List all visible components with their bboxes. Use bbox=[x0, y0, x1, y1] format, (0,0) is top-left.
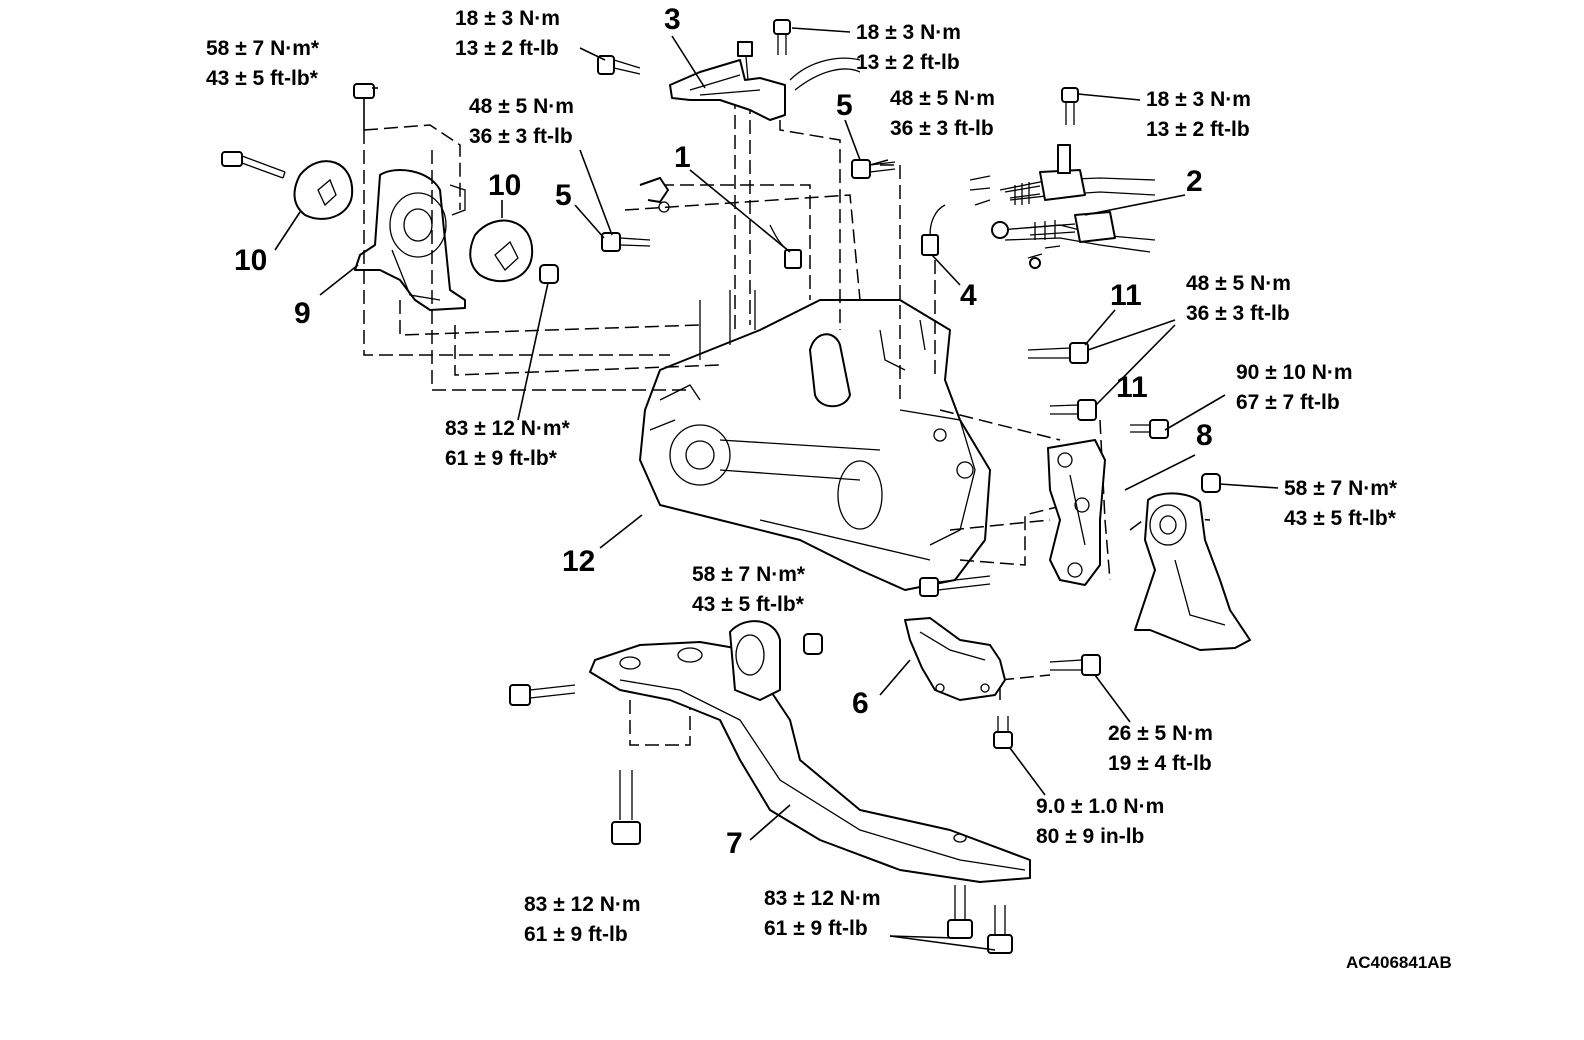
torque-value-imperial: 43 ± 5 ft-lb* bbox=[1284, 507, 1396, 530]
harness-clamp bbox=[669, 41, 861, 121]
torque-value-metric: 83 ± 12 N·m bbox=[524, 893, 641, 916]
callout-3: 3 bbox=[664, 3, 681, 36]
right-engine-mount bbox=[1134, 492, 1251, 651]
clip-part-1 bbox=[639, 177, 670, 213]
bolt-part-11-upper bbox=[1027, 342, 1089, 364]
bolt-harness-left bbox=[597, 55, 641, 75]
callout-9: 9 bbox=[294, 297, 311, 330]
bolt-crossmember-vertical-left bbox=[611, 770, 641, 845]
callout-5-left: 5 bbox=[555, 179, 572, 212]
torque-value-imperial: 61 ± 9 ft-lb* bbox=[445, 447, 557, 470]
callout-11-lower: 11 bbox=[1116, 371, 1148, 404]
left-mount-bracket bbox=[354, 169, 466, 311]
torque-value-imperial: 36 ± 3 ft-lb bbox=[890, 117, 994, 140]
bolt-part-11-lower bbox=[1049, 399, 1097, 421]
torque-label-bolt-5-right: 48 ± 5 N·m 36 ± 3 ft-lb bbox=[890, 84, 995, 144]
torque-label-bolt-11: 48 ± 5 N·m 36 ± 3 ft-lb bbox=[1186, 269, 1291, 329]
bolt-crossmember-vertical-right-a bbox=[947, 885, 973, 939]
torque-label-right-mount-nut: 58 ± 7 N·m* 43 ± 5 ft-lb* bbox=[1284, 474, 1397, 534]
callout-10-right: 10 bbox=[488, 169, 522, 202]
torque-label-bracket-bolt: 90 ± 10 N·m 67 ± 7 ft-lb bbox=[1236, 358, 1353, 418]
bolt-bracket-lower bbox=[919, 575, 991, 597]
callout-10-left: 10 bbox=[234, 244, 268, 277]
torque-label-cover-vertical-bolt: 9.0 ± 1.0 N·m 80 ± 9 in-lb bbox=[1036, 792, 1164, 852]
torque-value-imperial: 43 ± 5 ft-lb* bbox=[206, 67, 318, 90]
transmission-bracket bbox=[1047, 439, 1106, 586]
torque-value-imperial: 13 ± 2 ft-lb bbox=[455, 37, 559, 60]
transaxle-assembly bbox=[639, 290, 991, 591]
bolt-part-8 bbox=[1130, 419, 1169, 439]
torque-label-harness-top-bolt: 18 ± 3 N·m 13 ± 2 ft-lb bbox=[856, 18, 961, 78]
torque-value-metric: 83 ± 12 N·m bbox=[764, 887, 881, 910]
bolt-left-mount-horizontal bbox=[221, 151, 286, 179]
callout-11-upper: 11 bbox=[1110, 279, 1142, 312]
nut-crossmember-mount bbox=[803, 633, 823, 655]
torque-value-metric: 58 ± 7 N·m* bbox=[692, 563, 806, 586]
bolt-cable-top bbox=[1061, 87, 1079, 125]
torque-value-metric: 58 ± 7 N·m* bbox=[1284, 477, 1398, 500]
torque-value-metric: 18 ± 3 N·m bbox=[856, 21, 961, 44]
torque-label-crossmember-left-bolt: 83 ± 12 N·m 61 ± 9 ft-lb bbox=[524, 890, 641, 950]
torque-value-imperial: 61 ± 9 ft-lb bbox=[764, 917, 868, 940]
nut-left-mount-side bbox=[539, 264, 559, 284]
bolt-part-5-left bbox=[601, 232, 651, 252]
bolt-crossmember-vertical-right-b bbox=[987, 905, 1013, 954]
nut-left-mount-top bbox=[353, 83, 375, 130]
callout-2: 2 bbox=[1186, 165, 1203, 198]
torque-label-cover-side-bolt: 26 ± 5 N·m 19 ± 4 ft-lb bbox=[1108, 719, 1213, 779]
callout-5-right: 5 bbox=[836, 89, 853, 122]
torque-label-harness-bolt: 18 ± 3 N·m 13 ± 2 ft-lb bbox=[455, 4, 560, 64]
figure-code: AC406841AB bbox=[1346, 953, 1452, 972]
callout-6: 6 bbox=[852, 687, 869, 720]
torque-label-crossmember-mount-nut: 58 ± 7 N·m* 43 ± 5 ft-lb* bbox=[692, 560, 805, 620]
torque-value-imperial: 13 ± 2 ft-lb bbox=[1146, 118, 1250, 141]
callout-1: 1 bbox=[674, 141, 691, 174]
torque-value-metric: 48 ± 5 N·m bbox=[469, 95, 574, 118]
bolt-part-5-right bbox=[851, 159, 896, 179]
dust-cover-right bbox=[469, 219, 534, 283]
assembly-guide-lines bbox=[363, 95, 1211, 746]
callout-4: 4 bbox=[960, 279, 977, 312]
torque-value-metric: 26 ± 5 N·m bbox=[1108, 722, 1213, 745]
leader-lines bbox=[274, 27, 1279, 951]
torque-value-metric: 48 ± 5 N·m bbox=[890, 87, 995, 110]
shift-cable-assembly bbox=[969, 144, 1156, 269]
callout-12: 12 bbox=[562, 545, 596, 578]
torque-label-left-mount-side-nut: 83 ± 12 N·m* 61 ± 9 ft-lb* bbox=[445, 414, 570, 474]
crossmember bbox=[589, 620, 1031, 883]
torque-value-metric: 9.0 ± 1.0 N·m bbox=[1036, 795, 1165, 818]
torque-value-imperial: 19 ± 4 ft-lb bbox=[1108, 752, 1212, 775]
torque-value-imperial: 36 ± 3 ft-lb bbox=[1186, 302, 1290, 325]
torque-value-metric: 18 ± 3 N·m bbox=[1146, 88, 1251, 111]
bolt-crossmember-horizontal bbox=[509, 684, 576, 706]
bolt-harness-top bbox=[773, 19, 791, 55]
callout-8: 8 bbox=[1196, 419, 1213, 452]
nut-right-mount bbox=[1201, 473, 1221, 493]
callout-7: 7 bbox=[726, 827, 743, 860]
connector-part-4 bbox=[921, 204, 946, 256]
torque-value-imperial: 13 ± 2 ft-lb bbox=[856, 51, 960, 74]
torque-label-crossmember-right-bolts: 83 ± 12 N·m 61 ± 9 ft-lb bbox=[764, 884, 881, 944]
bolt-cover-side bbox=[1049, 654, 1101, 676]
torque-value-imperial: 67 ± 7 ft-lb bbox=[1236, 391, 1340, 414]
torque-value-imperial: 80 ± 9 in-lb bbox=[1036, 825, 1145, 848]
cover-plate bbox=[904, 617, 1006, 701]
torque-value-imperial: 36 ± 3 ft-lb bbox=[469, 125, 573, 148]
torque-label-left-mount-nut: 58 ± 7 N·m* 43 ± 5 ft-lb* bbox=[206, 34, 319, 94]
torque-value-imperial: 43 ± 5 ft-lb* bbox=[692, 593, 804, 616]
bolt-cover-vertical bbox=[993, 716, 1013, 749]
torque-value-metric: 48 ± 5 N·m bbox=[1186, 272, 1291, 295]
connector-part-1 bbox=[769, 224, 802, 269]
torque-value-imperial: 61 ± 9 ft-lb bbox=[524, 923, 628, 946]
dust-cover-left bbox=[293, 160, 354, 220]
torque-value-metric: 90 ± 10 N·m bbox=[1236, 361, 1353, 384]
torque-value-metric: 83 ± 12 N·m* bbox=[445, 417, 570, 440]
torque-value-metric: 18 ± 3 N·m bbox=[455, 7, 560, 30]
torque-label-bolt-5-left: 48 ± 5 N·m 36 ± 3 ft-lb bbox=[469, 92, 574, 152]
torque-label-cable-bolt: 18 ± 3 N·m 13 ± 2 ft-lb bbox=[1146, 85, 1251, 145]
torque-value-metric: 58 ± 7 N·m* bbox=[206, 37, 320, 60]
